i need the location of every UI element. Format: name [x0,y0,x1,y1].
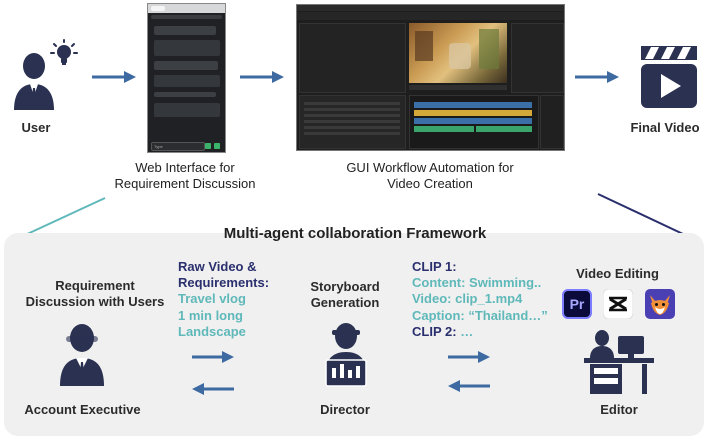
gui-caption-line2: Video Creation [387,176,473,191]
chat-bubble [154,103,220,117]
clip1-heading: CLIP 1: [412,259,457,274]
editor-menubar [297,5,564,11]
send-button[interactable] [205,143,211,149]
chat-bubble [154,40,220,56]
source-panel [299,23,406,93]
chat-bubble [154,75,220,87]
clip2-tail: … [460,324,474,339]
chat-input[interactable]: Type [151,142,205,151]
raw-heading-line2: Requirements: [178,275,270,290]
project-bin [299,95,406,149]
account-executive-icon [60,324,104,386]
req-heading-line1: Requirement [55,278,135,293]
editor-icon [584,330,654,394]
arrow-left-icon [192,383,234,395]
clip1-item: Caption: “Thailand…” [412,308,548,323]
user-icon [14,39,78,110]
account-executive-label: Account Executive [24,402,141,417]
web-caption-line2: Requirement Discussion [114,176,256,191]
arrow-right-icon [92,71,136,83]
video-editing-heading: Video Editing [576,266,659,281]
web-interface-screenshot: Type [147,3,226,153]
arrow-right-icon [240,71,284,83]
arrow-right-icon [575,71,619,83]
editor-tabs [297,12,564,20]
director-icon [325,323,367,387]
gui-caption-line1: GUI Workflow Automation for [346,160,514,175]
clip2-heading: CLIP 2: [412,324,457,339]
director-label: Director [320,402,370,417]
req-heading-line2: Discussion with Users [25,294,165,309]
raw-item: 1 min long [178,308,243,323]
effects-panel [511,23,564,93]
capcut-icon [603,289,633,319]
chat-bubble [154,26,216,35]
raw-item: Travel vlog [178,291,246,306]
timeline [409,95,539,149]
storyboard-heading-line2: Generation [310,295,380,310]
storyboard-heading-line1: Storyboard [310,279,380,294]
arrow-left-icon [448,380,490,392]
chat-bubble [154,61,218,70]
program-monitor [409,23,507,83]
fox-app-icon [645,289,675,319]
video-editor-screenshot [296,4,565,151]
editor-label: Editor [600,402,638,417]
arrow-right-icon [192,351,234,363]
final-video-label: Final Video [630,120,700,135]
clip2-line: CLIP 2: … [412,324,473,339]
clip1-item: Video: clip_1.mp4 [412,291,523,306]
clip1-item: Content: Swimming.. [412,275,542,290]
monitor-controls [409,85,507,90]
raw-heading-line1: Raw Video & [178,259,257,274]
premiere-pro-icon: Pr [562,289,592,319]
clapperboard-icon [641,46,697,108]
user-label: User [21,120,51,135]
browser-bar [148,4,225,13]
framework-title: Multi-agent collaboration Framework [223,225,487,242]
browser-tab-dot [151,6,165,11]
address-bar [151,15,222,19]
raw-item: Landscape [178,324,246,339]
audio-meter [540,95,564,149]
mic-button[interactable] [214,143,220,149]
chat-bubble [154,92,216,97]
arrow-right-icon [448,351,490,363]
web-caption-line1: Web Interface for [135,160,235,175]
